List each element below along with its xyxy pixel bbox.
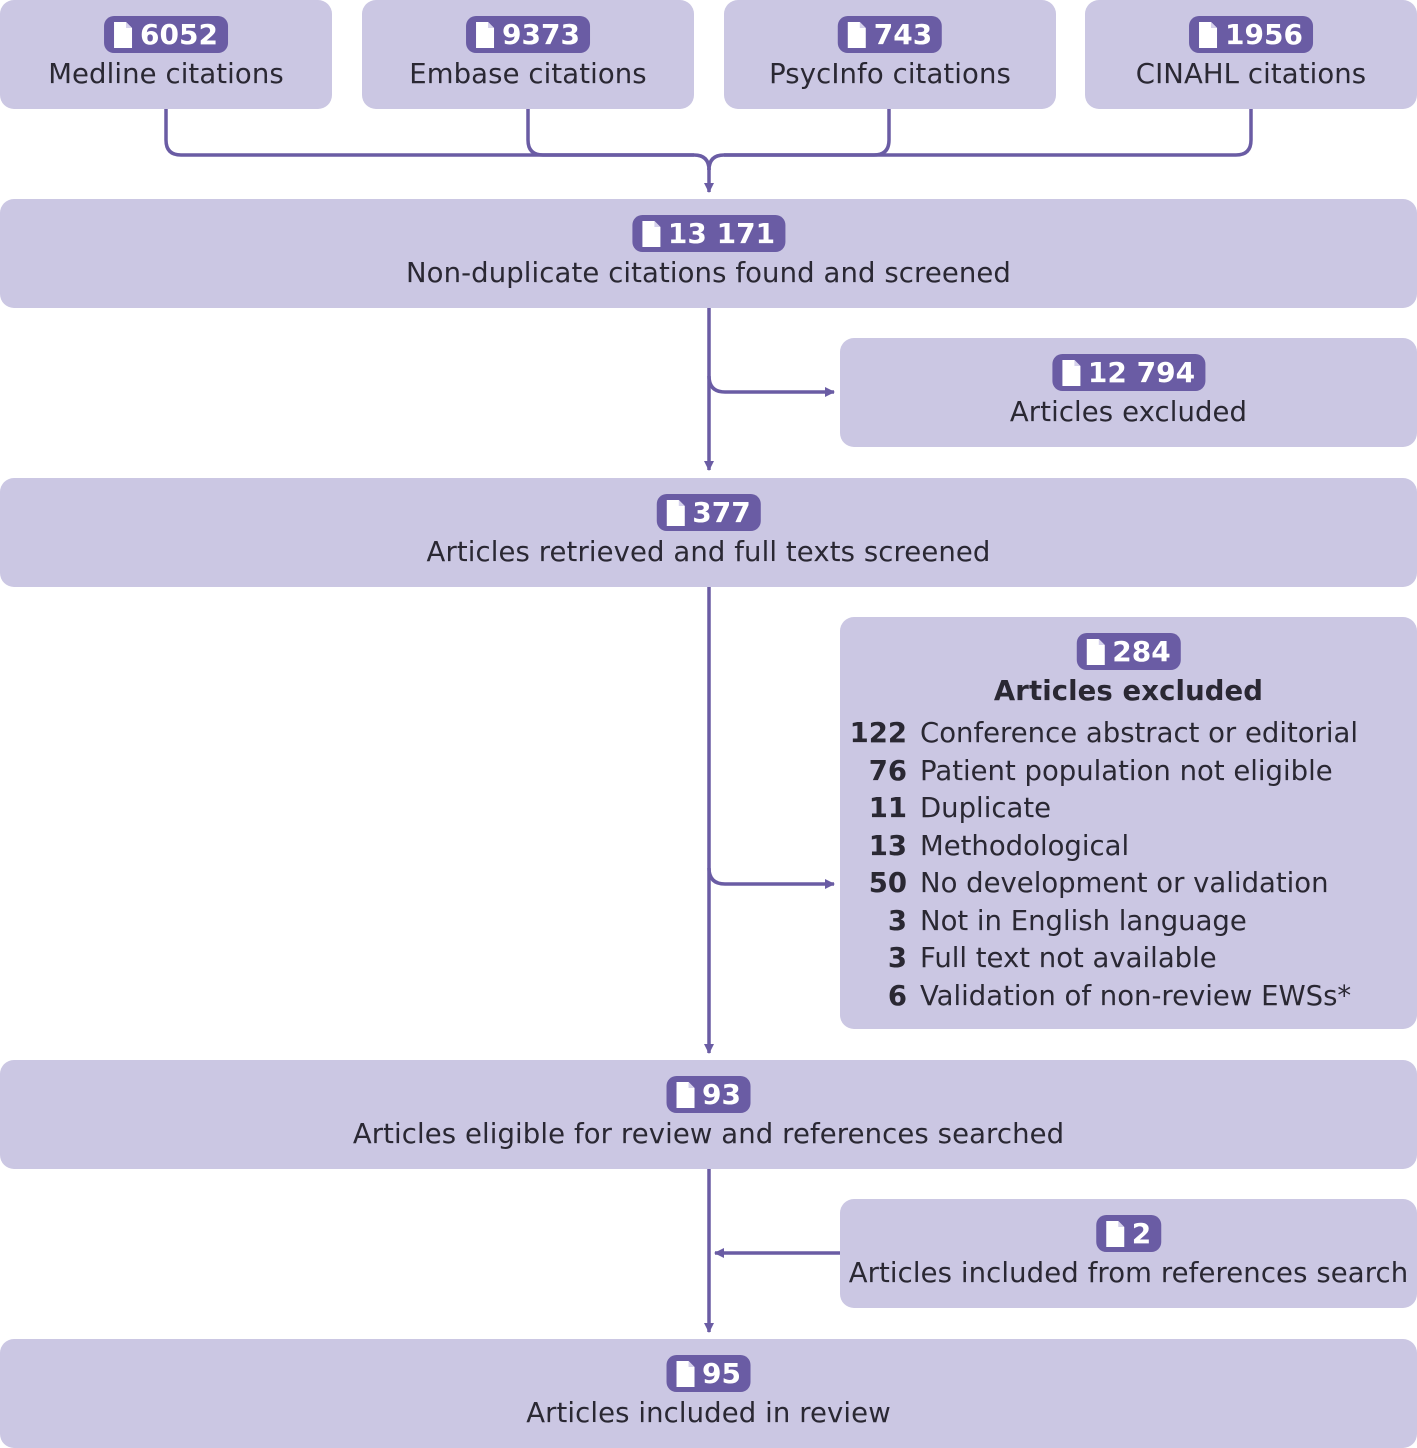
count-badge: 12 794	[1051, 354, 1206, 391]
count-value: 95	[702, 1357, 741, 1390]
fulltext-box: 377 Articles retrieved and full texts sc…	[0, 478, 1417, 587]
reason-text: Methodological	[920, 830, 1130, 862]
merge-line-medline	[164, 108, 711, 171]
count-badge: 377	[656, 494, 761, 531]
reason-count: 50	[868, 867, 907, 899]
document-icon	[1061, 359, 1080, 386]
count-value: 743	[873, 18, 933, 51]
excluded-reasons-title: Articles excluded	[993, 675, 1264, 707]
reason-count: 3	[887, 942, 907, 974]
count-badge: 2	[1095, 1215, 1162, 1252]
merge-line-psycinfo	[724, 108, 891, 157]
reason-text: No development or validation	[920, 867, 1329, 899]
document-icon	[1199, 21, 1218, 48]
document-icon	[847, 21, 866, 48]
count-value: 12 794	[1087, 356, 1196, 389]
document-icon	[676, 1081, 695, 1108]
eligible-box: 93 Articles eligible for review and refe…	[0, 1060, 1417, 1169]
exclusion-reason: 76 Patient population not eligible	[840, 755, 1417, 791]
count-badge: 95	[666, 1355, 751, 1392]
reason-text: Conference abstract or editorial	[920, 717, 1359, 749]
reason-count: 122	[849, 717, 907, 749]
exclusion-reason: 11 Duplicate	[840, 792, 1417, 828]
count-value: 2	[1131, 1217, 1152, 1250]
exclusion-reason: 3 Full text not available	[840, 942, 1417, 978]
document-icon	[666, 499, 685, 526]
exclusion-reason: 3 Not in English language	[840, 905, 1417, 941]
reason-count: 11	[868, 792, 907, 824]
document-icon	[676, 1360, 695, 1387]
exclusion-reason: 6 Validation of non-review EWSs*	[840, 980, 1417, 1016]
document-icon	[1105, 1220, 1124, 1247]
excluded-first-box: 12 794 Articles excluded	[840, 338, 1417, 447]
count-value: 1956	[1225, 18, 1303, 51]
reason-text: Validation of non-review EWSs*	[920, 980, 1352, 1012]
box-label: Articles eligible for review and referen…	[352, 1118, 1065, 1150]
count-value: 9373	[502, 18, 580, 51]
count-badge: 284	[1076, 633, 1181, 670]
count-value: 377	[692, 496, 751, 529]
reason-text: Full text not available	[920, 942, 1217, 974]
excluded-second-box: 284 Articles excluded 122 Conference abs…	[840, 617, 1417, 1029]
reason-text: Patient population not eligible	[920, 755, 1333, 787]
document-icon	[476, 21, 495, 48]
box-label: Articles excluded	[1009, 396, 1248, 428]
merge-line-embase	[526, 108, 694, 157]
references-box: 2 Articles included from references sear…	[840, 1199, 1417, 1308]
source-box-psycinfo: 743 PsycInfo citations	[724, 0, 1056, 109]
reason-count: 13	[868, 830, 907, 862]
arrow-to-excluded-second	[707, 867, 835, 889]
box-label: Non-duplicate citations found and screen…	[406, 257, 1011, 289]
exclusion-reason: 50 No development or validation	[840, 867, 1417, 903]
count-badge: 743	[837, 16, 943, 53]
source-box-medline: 6052 Medline citations	[0, 0, 332, 109]
box-label: Articles included in review	[526, 1397, 891, 1429]
box-label: Medline citations	[48, 58, 284, 90]
count-value: 93	[702, 1078, 741, 1111]
count-value: 13 171	[667, 217, 776, 250]
exclusion-reason: 122 Conference abstract or editorial	[840, 717, 1417, 753]
count-badge: 9373	[466, 16, 590, 53]
reason-text: Not in English language	[920, 905, 1247, 937]
count-badge: 93	[666, 1076, 751, 1113]
document-icon	[641, 220, 660, 247]
arrow-to-excluded-first	[707, 375, 835, 397]
box-label: PsycInfo citations	[769, 58, 1011, 90]
reason-count: 3	[887, 905, 907, 937]
box-label: Articles retrieved and full texts screen…	[426, 536, 991, 568]
reason-count: 6	[887, 980, 907, 1012]
included-box: 95 Articles included in review	[0, 1339, 1417, 1448]
count-badge: 6052	[104, 16, 228, 53]
box-label: CINAHL citations	[1135, 58, 1367, 90]
reason-text: Duplicate	[920, 792, 1052, 824]
reason-count: 76	[868, 755, 907, 787]
box-label: Embase citations	[409, 58, 647, 90]
source-box-embase: 9373 Embase citations	[362, 0, 694, 109]
exclusion-reason: 13 Methodological	[840, 830, 1417, 866]
count-badge: 1956	[1189, 16, 1313, 53]
box-label: Articles included from references search	[848, 1257, 1409, 1289]
count-badge: 13 171	[631, 215, 786, 252]
merge-line-cinahl	[707, 108, 1253, 171]
source-box-cinahl: 1956 CINAHL citations	[1085, 0, 1417, 109]
count-value: 6052	[140, 18, 218, 51]
count-value: 284	[1112, 635, 1171, 668]
document-icon	[114, 21, 133, 48]
screened-box: 13 171 Non-duplicate citations found and…	[0, 199, 1417, 308]
document-icon	[1086, 638, 1105, 665]
